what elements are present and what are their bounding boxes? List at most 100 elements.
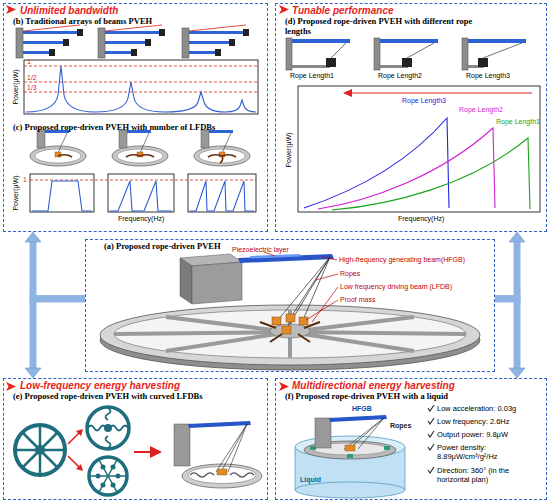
liquid-pveh-part-part <box>344 418 384 449</box>
rope-driven-pveh-part <box>272 314 308 334</box>
rope-driven-pveh-part-part <box>286 314 295 322</box>
liquid-pveh-part-part <box>384 446 390 450</box>
curved-lfdb-part <box>188 421 251 428</box>
power-plot-part <box>24 92 258 93</box>
curved-lfdb-part <box>104 424 112 432</box>
part-label: Piezoelectric layer <box>232 246 289 254</box>
axis-label: Frequency(Hz) <box>398 215 444 223</box>
ring-harvester <box>30 130 250 166</box>
panel-subcaption: (f) Proposed rope-driven PVEH with a liq… <box>285 391 540 401</box>
part-label: Proof mass <box>340 296 375 304</box>
axis-label: Power(μW) <box>12 69 20 104</box>
ring-harvester-part <box>58 155 72 157</box>
curved-lfdb-part <box>174 424 190 466</box>
curved-lfdb-part <box>188 467 256 484</box>
connector-line <box>495 299 517 369</box>
curved-lfdb-part <box>217 469 227 475</box>
liquid-pveh-part <box>329 415 387 422</box>
curved-lfdb-part-part <box>108 460 117 476</box>
rope-driven-pveh-part <box>260 322 320 342</box>
rope-driven-pveh-part-part <box>290 332 466 334</box>
power-plot-part <box>30 180 256 181</box>
rope-beam-part <box>374 38 438 70</box>
header-icon-part <box>279 5 289 14</box>
spec-item: Direction: 360° (in the horizontal plan) <box>437 466 542 484</box>
liquid-pveh-part-part <box>428 444 434 450</box>
curved-lfdb-part <box>216 424 247 472</box>
panel-subcaption: (d) Proposed rope-driven PVEH with diffe… <box>285 16 490 36</box>
panel-subcaption: (b) Traditional arrays of beams PVEH <box>13 16 263 26</box>
power-plot-part <box>110 181 172 211</box>
rope-length-label: Rope Length3 <box>466 72 510 80</box>
curved-lfdb-part <box>35 445 45 455</box>
spec-item: Low acceleration: 0.03g <box>437 404 547 413</box>
rope-driven-pveh-part <box>192 262 242 304</box>
rope-beam <box>286 38 526 70</box>
curved-lfdb-part-part <box>111 465 116 470</box>
rope-beam-part <box>478 58 488 67</box>
spec-item: Output power: 9.8μW <box>437 430 547 439</box>
tuning-chart-part <box>350 92 532 93</box>
arrow-head <box>509 368 525 378</box>
curved-lfdb-part <box>76 464 83 471</box>
ring-harvester-part <box>208 155 236 163</box>
arrow-head <box>509 232 525 242</box>
liquid-pveh-part <box>295 436 405 458</box>
header-icon-part <box>279 382 289 391</box>
curved-lfdb-part <box>182 464 262 488</box>
curved-lfdb-part <box>76 429 83 436</box>
rope-driven-pveh <box>100 252 480 370</box>
tuning-chart-part <box>343 89 352 97</box>
panel-heading: Low-frequency energy harvesting <box>20 380 260 391</box>
power-plot-part <box>32 181 92 211</box>
tuning-chart-part <box>332 138 530 210</box>
part-label: High-frequency generating beam(HFGB) <box>339 256 465 264</box>
liquid-pveh-part-part <box>428 405 434 411</box>
liquid-pveh-part <box>295 447 296 490</box>
rope-beam-part <box>326 58 336 67</box>
power-plot-part <box>24 60 258 114</box>
rope-driven-pveh-part-part <box>270 334 282 342</box>
ring-harvester-part <box>126 155 154 157</box>
part-label: Liquid <box>300 476 321 484</box>
curved-lfdb-part <box>15 425 65 475</box>
header-icon-part <box>6 5 16 14</box>
curved-lfdb-part-part <box>111 483 116 488</box>
curved-lfdb-part-part <box>96 474 101 479</box>
curved-lfdb-part-part <box>99 476 108 492</box>
liquid-pveh-part <box>295 482 405 498</box>
header-icon <box>6 5 289 391</box>
rope-beam-part <box>286 38 350 70</box>
rope-driven-pveh-part-part <box>298 334 310 342</box>
panel-subcaption: (c) Proposed rope-driven PVEH with numbe… <box>13 122 268 132</box>
level-value: 1 <box>23 176 27 184</box>
rope-beam-part <box>402 58 412 67</box>
rope-beam-part <box>407 43 434 58</box>
liquid-pveh-part <box>405 447 406 490</box>
rope-driven-pveh-part-part <box>282 326 291 334</box>
liquid-pveh-part-part <box>358 418 384 449</box>
liquid-pveh-part <box>315 418 331 448</box>
rope-driven-pveh-part <box>270 324 310 338</box>
curved-lfdb-part <box>87 407 129 449</box>
arrow-head <box>25 232 41 242</box>
curved-lfdb-part-part <box>222 424 247 470</box>
curved-lfdb <box>15 407 262 495</box>
rope-driven-pveh-part-part <box>312 287 338 322</box>
beam-array-part <box>16 25 83 58</box>
curved-lfdb-part-part <box>228 424 247 472</box>
part-label: Low frequency driving beam (LFDB) <box>340 283 452 291</box>
beam-array <box>16 25 249 58</box>
liquid-pveh-part-part <box>428 431 434 437</box>
panel-heading: Tunable performance <box>292 5 492 16</box>
arrow-head <box>25 368 41 378</box>
rope-driven-pveh-part <box>278 257 330 328</box>
rope-driven-pveh-part <box>100 305 480 365</box>
feature-panel: Unlimited bandwidth(b) Traditional array… <box>3 3 268 232</box>
curved-lfdb-part <box>150 446 162 458</box>
tuning-chart <box>298 86 540 212</box>
rope-driven-pveh-part-part <box>316 274 338 280</box>
axis-label: Power(μW) <box>285 132 293 167</box>
liquid-pveh-part-part <box>347 454 353 458</box>
tuning-chart-part <box>298 86 540 212</box>
